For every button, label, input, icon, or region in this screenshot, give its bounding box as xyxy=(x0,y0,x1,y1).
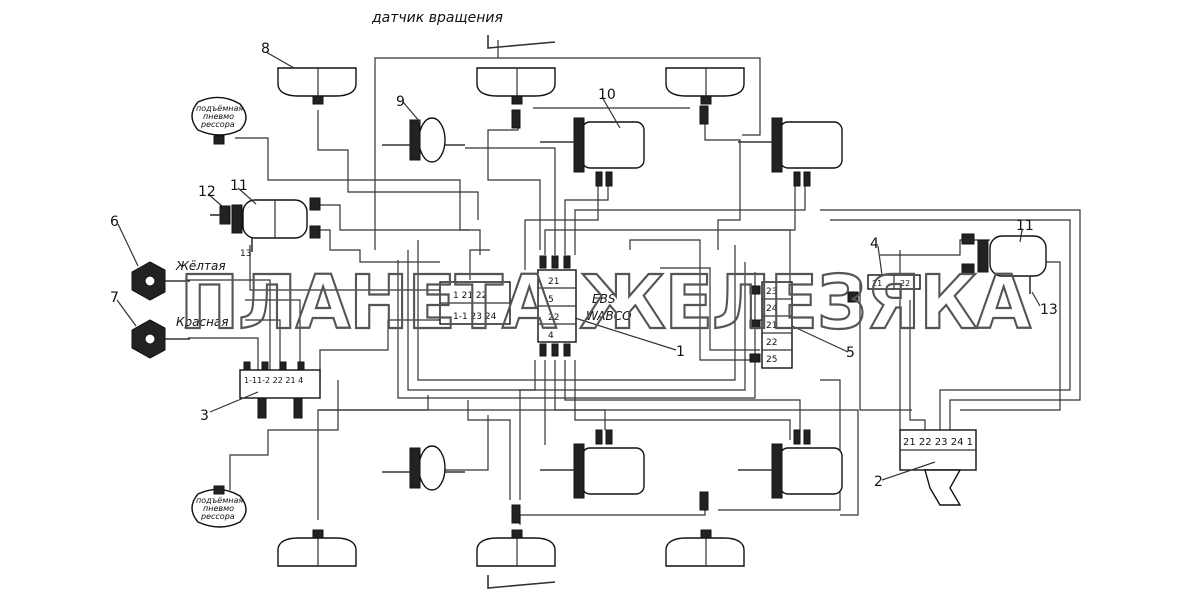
sensor-connectors xyxy=(511,105,709,524)
suspension-top-line3: рессора xyxy=(200,120,235,129)
port-label: 23 xyxy=(766,287,777,297)
port-label: 1-1 23 24 xyxy=(453,312,497,322)
callout-7: 7 xyxy=(110,290,119,306)
coupling-head-yellow xyxy=(131,261,190,301)
port-label: 22 xyxy=(548,313,559,323)
callout-4: 4 xyxy=(870,236,879,252)
wheel-bottom-left xyxy=(277,529,357,567)
spring-chamber-top-left xyxy=(540,117,645,187)
suspension-bubble-bottom xyxy=(191,485,247,528)
spring-chamber-top-right xyxy=(738,117,843,187)
label-rotation-sensor: датчик вращения xyxy=(371,10,503,26)
coupling-head-red xyxy=(131,319,190,359)
suspension-bottom-line2: пневмо xyxy=(203,504,234,513)
suspension-top-line2: пневмо xyxy=(203,112,234,121)
valve-4 xyxy=(847,274,921,303)
callout-13-right: 13 xyxy=(1040,302,1058,318)
port-label: 4 xyxy=(548,331,554,341)
callout-8: 8 xyxy=(261,41,270,57)
port-label: 22 xyxy=(766,338,777,348)
air-tank-right xyxy=(961,233,1047,294)
label-ebs: EBS xyxy=(592,292,616,306)
port-label: 5 xyxy=(548,295,554,305)
callout-12: 12 xyxy=(198,184,216,200)
wheel-top-right xyxy=(665,67,745,105)
port-label: 1 21 22 xyxy=(453,291,487,301)
callout-5: 5 xyxy=(846,345,855,361)
module-5 xyxy=(749,281,793,369)
valve-block-3 xyxy=(239,361,321,419)
callout-10: 10 xyxy=(598,87,616,103)
wheel-bottom-center xyxy=(476,529,556,567)
callout-11-left: 11 xyxy=(230,178,248,194)
port-label: 21 22 23 24 1 xyxy=(903,437,973,448)
diaphragm-chamber-bottom xyxy=(382,445,465,491)
ebs-module xyxy=(439,255,577,357)
callout-11-right: 11 xyxy=(1016,218,1034,234)
air-tank-left xyxy=(231,197,321,252)
suspension-bottom-line1: подъёмная xyxy=(196,496,243,505)
label-wabco: WABCO xyxy=(586,309,632,323)
label-yellow: Жёлтая xyxy=(175,259,226,273)
callout-3: 3 xyxy=(200,408,209,424)
callout-13-left: 13 xyxy=(240,249,251,259)
drain-valve-left xyxy=(210,205,231,225)
callout-6: 6 xyxy=(110,214,119,230)
leader-lines xyxy=(116,51,1041,481)
valve-block-2 xyxy=(899,429,977,506)
callout-1: 1 xyxy=(676,344,685,360)
diaphragm-chamber-top xyxy=(382,117,465,163)
port-label: 25 xyxy=(766,355,777,365)
spring-chamber-bottom-left xyxy=(540,429,645,499)
labels: датчик вращения 8 9 10 11 12 13 6 7 3 1 … xyxy=(110,10,1058,521)
spring-chamber-bottom-right xyxy=(738,429,843,499)
callout-2: 2 xyxy=(874,474,883,490)
port-label: 21 xyxy=(548,277,559,287)
watermark-text: ПЛАНЕТА ЖЕЛЕЗЯКА xyxy=(180,260,1031,346)
suspension-bubble-top xyxy=(191,96,247,145)
port-label: 22 xyxy=(900,279,910,288)
port-label: 21 xyxy=(872,279,882,288)
suspension-top-line1: подъёмная xyxy=(196,104,243,113)
wheel-top-center xyxy=(476,67,556,105)
label-red: Красная xyxy=(176,315,229,329)
wheel-top-left xyxy=(277,67,357,105)
port-label: 21 xyxy=(766,321,777,331)
suspension-bottom-line3: рессора xyxy=(200,512,235,521)
port-label: 24 xyxy=(766,304,778,314)
port-label: 1-11-2 22 21 4 xyxy=(244,376,303,385)
wheel-bottom-right xyxy=(665,529,745,567)
callout-9: 9 xyxy=(396,94,405,110)
